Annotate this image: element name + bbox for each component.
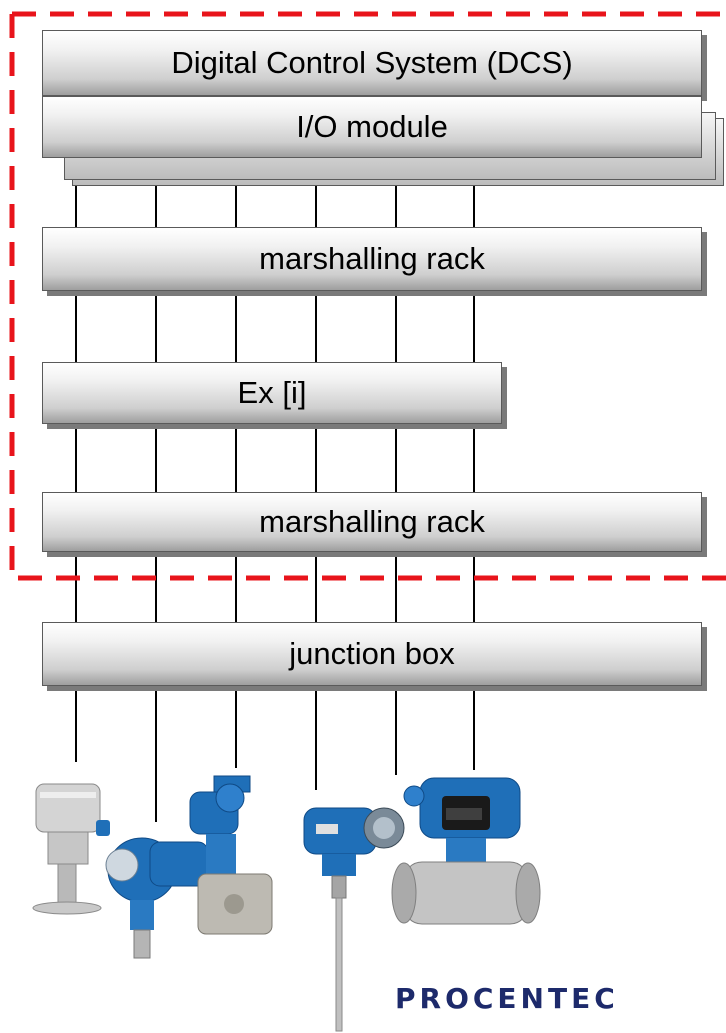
dcs-label: Digital Control System (DCS) xyxy=(171,45,573,80)
io-module-label: I/O module xyxy=(296,109,448,144)
marshalling-rack-bottom-label: marshalling rack xyxy=(259,504,485,539)
device-pressure-transmitter xyxy=(105,837,209,959)
dcs-box: Digital Control System (DCS) xyxy=(42,30,702,96)
ex-barrier-label: Ex [i] xyxy=(237,375,307,410)
ex-barrier-box: Ex [i] xyxy=(42,362,502,424)
device-flow-meter xyxy=(391,777,541,925)
procentec-logo: PROCENTEC xyxy=(395,982,619,1015)
io-module-box: I/O module xyxy=(42,96,702,158)
junction-box: junction box xyxy=(42,622,702,686)
marshalling-rack-top-label: marshalling rack xyxy=(259,241,485,276)
marshalling-rack-top: marshalling rack xyxy=(42,227,702,291)
hazardous-area-boundary xyxy=(9,11,726,581)
junction-box-label: junction box xyxy=(289,636,455,671)
marshalling-rack-bottom: marshalling rack xyxy=(42,492,702,552)
device-differential-pressure xyxy=(189,775,273,935)
device-level-probe xyxy=(303,807,405,1032)
device-hygienic-sensor xyxy=(32,783,110,915)
